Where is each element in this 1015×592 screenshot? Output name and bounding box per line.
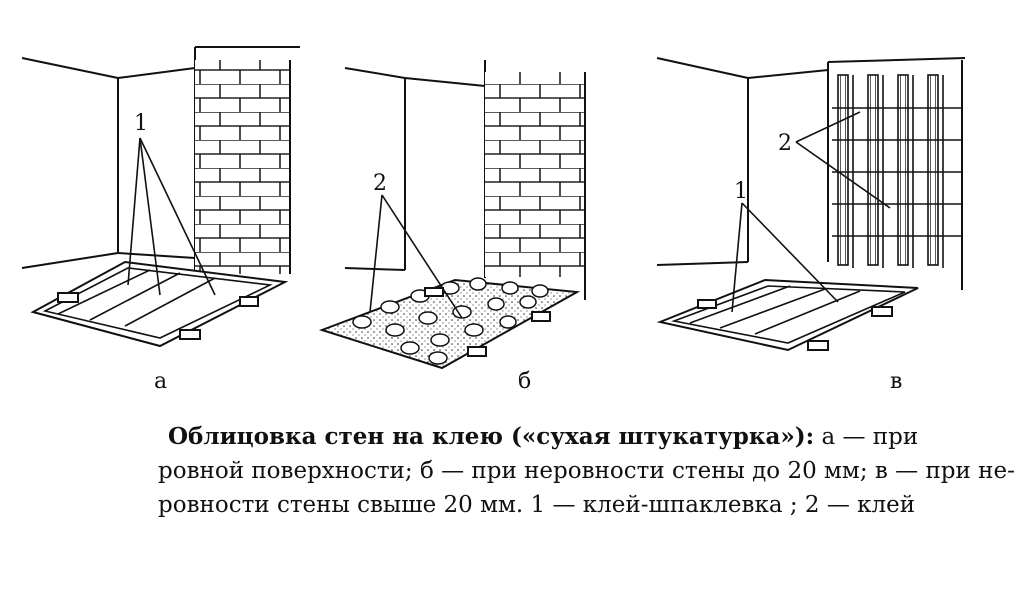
panel-b [318,60,586,370]
callout-v-1: 1 [734,179,748,204]
caption-line-2: ровной поверхности; б — при неровности с… [158,458,1015,484]
callout-b-2: 2 [373,171,387,196]
panel-label-a: а [154,369,167,394]
panel-a [21,46,300,348]
caption-line-1: Облицовка стен на клею («сухая штукатурк… [168,420,948,454]
panel-v [656,57,966,352]
panel-label-v: в [890,369,902,394]
callout-a-1: 1 [134,111,148,136]
wall-cladding-figure: 1 а [21,46,966,394]
caption-line-1-rest: а — при [814,424,919,450]
callout-v-2: 2 [778,131,792,156]
caption-title: Облицовка стен на клею («сухая штукатурк… [168,423,815,450]
figure-caption: Облицовка стен на клею («сухая штукатурк… [158,420,1015,522]
panel-label-b: б [518,369,531,394]
caption-line-3: ровности стены свыше 20 мм. 1 — клей-шпа… [158,492,916,518]
